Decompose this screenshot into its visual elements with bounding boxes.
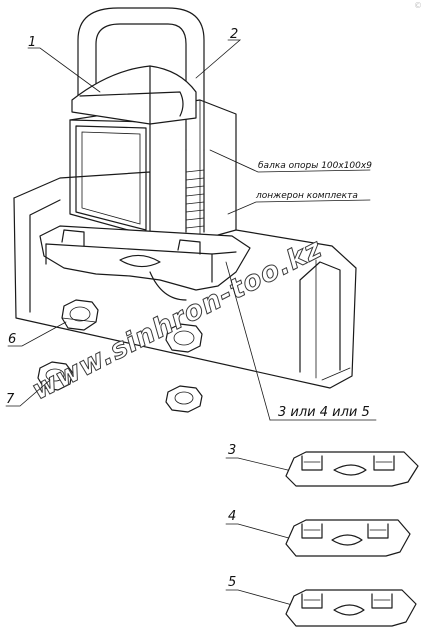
plate-variant-4: 4 — [225, 509, 411, 557]
bolt-thread — [185, 169, 205, 229]
leader-lines — [5, 39, 377, 421]
plate-variant-3: 3 — [225, 443, 419, 487]
callout-6: 6 — [8, 332, 16, 347]
corner-mark: © — [414, 1, 422, 10]
callout-3-4-5: 3 или 4 или 5 — [278, 405, 370, 420]
note-beam: балка опоры 100х100х9 — [258, 161, 372, 171]
callout-1: 1 — [28, 35, 36, 50]
saddle-block — [71, 65, 197, 125]
u-bolt — [77, 7, 205, 233]
note-longeron: лонжерон комплекта — [255, 191, 358, 201]
support-beam — [69, 99, 237, 241]
nut-center — [165, 323, 203, 353]
callout-7: 7 — [6, 392, 15, 407]
nut-6 — [61, 299, 99, 331]
variant-5-label: 5 — [228, 575, 236, 590]
variant-3-label: 3 — [228, 443, 236, 458]
clamp-plate — [39, 225, 251, 301]
callout-2: 2 — [230, 27, 238, 42]
plate-variant-5: 5 — [225, 575, 417, 627]
variant-4-label: 4 — [228, 509, 236, 524]
nut-lower — [165, 385, 203, 413]
